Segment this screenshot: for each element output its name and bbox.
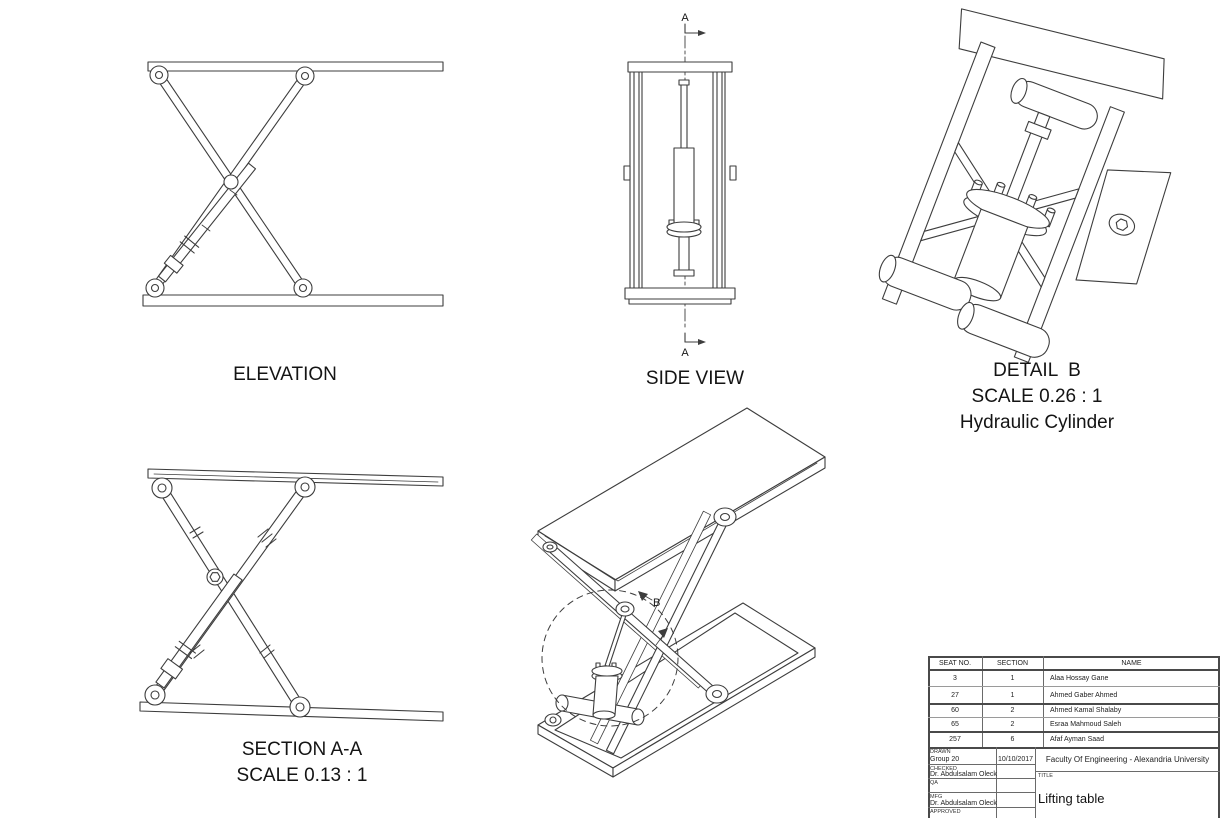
section-no: 1 bbox=[1010, 692, 1015, 699]
mfg-label: MFG bbox=[930, 794, 943, 800]
detail-marker-b: B bbox=[653, 597, 660, 609]
seat-no: 3 bbox=[953, 675, 957, 682]
mfg-name: Dr. Abdulsalam Oleck bbox=[930, 800, 997, 807]
detail-b-subtitle: Hydraulic Cylinder bbox=[959, 412, 1115, 433]
seat-no: 65 bbox=[951, 721, 959, 728]
checked-label: CHECKED bbox=[930, 766, 957, 772]
qa-label: QA bbox=[930, 780, 938, 786]
seat-no: 257 bbox=[949, 736, 961, 743]
section-no: 1 bbox=[1010, 675, 1015, 682]
section-no: 6 bbox=[1010, 736, 1015, 743]
section-aa-label: SECTION A-A SCALE 0.13 : 1 bbox=[182, 737, 422, 789]
section-aa-title: SECTION A-A bbox=[241, 739, 363, 760]
seat-no: 60 bbox=[951, 707, 959, 714]
drawn-name: Group 20 bbox=[930, 756, 960, 763]
detail-b-label: DETAIL B SCALE 0.26 : 1 Hydraulic Cylind… bbox=[917, 358, 1157, 436]
checked-name: Dr. Abdulsalam Oleck bbox=[930, 771, 997, 778]
isometric-view-drawing: B bbox=[530, 407, 826, 778]
section-no: 2 bbox=[1010, 721, 1015, 728]
section-marker-top: A bbox=[681, 12, 689, 24]
drawn-label: DRAWN bbox=[930, 749, 951, 755]
col-header-section: SECTION bbox=[996, 660, 1029, 667]
student-name: Esraa Mahmoud Saleh bbox=[1050, 721, 1122, 728]
elevation-view-drawing bbox=[142, 61, 444, 307]
detail-b-drawing bbox=[878, 8, 1172, 363]
col-header-name: NAME bbox=[1121, 660, 1142, 667]
elevation-label: ELEVATION bbox=[233, 364, 337, 385]
title-label: TITLE bbox=[1038, 773, 1053, 779]
section-aa-drawing bbox=[139, 468, 444, 722]
section-aa-scale: SCALE 0.13 : 1 bbox=[236, 765, 368, 786]
drawn-date: 10/10/2017 bbox=[997, 756, 1034, 763]
detail-b-scale: SCALE 0.26 : 1 bbox=[971, 386, 1103, 407]
student-name: Afaf Ayman Saad bbox=[1050, 736, 1104, 743]
side-view-drawing: A A bbox=[623, 12, 737, 359]
seat-no: 27 bbox=[951, 692, 959, 699]
approved-label: APPROVED bbox=[930, 809, 961, 815]
section-marker-bottom: A bbox=[681, 347, 689, 359]
section-no: 2 bbox=[1010, 707, 1015, 714]
title-block: SEAT NO. SECTION NAME 3 1 Alaa Hossay Ga… bbox=[928, 656, 1220, 818]
student-name: Alaa Hossay Gane bbox=[1050, 675, 1109, 682]
drawing-title: Lifting table bbox=[1038, 791, 1105, 806]
side-view-label: SIDE VIEW bbox=[645, 368, 745, 389]
student-name: Ahmed Kamal Shalaby bbox=[1050, 707, 1122, 714]
student-name: Ahmed Gaber Ahmed bbox=[1050, 692, 1118, 699]
institution-name: Faculty Of Engineering - Alexandria Univ… bbox=[1045, 755, 1210, 764]
detail-b-title: DETAIL B bbox=[993, 360, 1081, 381]
col-header-seat: SEAT NO. bbox=[938, 660, 972, 667]
